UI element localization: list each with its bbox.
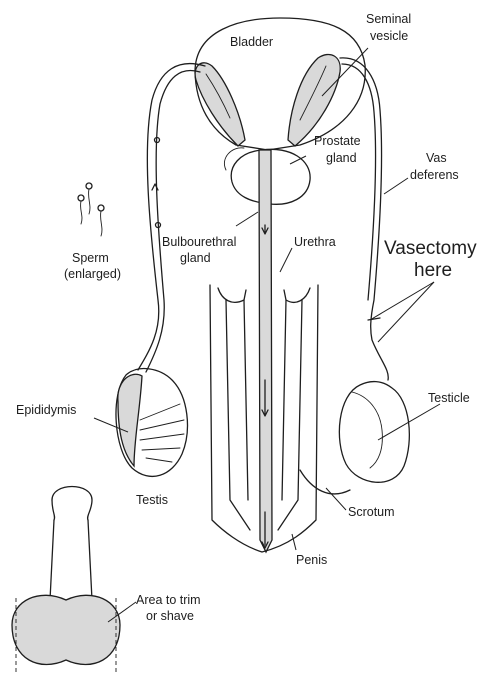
label-seminal-vesicle-2: vesicle <box>370 29 408 43</box>
testicle-right <box>339 382 409 483</box>
label-testis: Testis <box>136 493 168 507</box>
label-bulbourethral-1: Bulbourethral <box>162 235 236 249</box>
label-epididymis: Epididymis <box>16 403 76 417</box>
label-sperm-1: Sperm <box>72 251 109 265</box>
label-bladder: Bladder <box>230 35 273 49</box>
label-prostate-2: gland <box>326 151 357 165</box>
label-vas-deferens-2: deferens <box>410 168 459 182</box>
label-vasectomy-1: Vasectomy <box>384 238 477 259</box>
label-seminal-vesicle-1: Seminal <box>366 12 411 26</box>
label-testicle: Testicle <box>428 391 470 405</box>
label-vasectomy-2: here <box>414 260 452 281</box>
trim-area-illustration <box>12 487 120 673</box>
label-penis: Penis <box>296 553 327 567</box>
vas-deferens-right <box>340 58 388 380</box>
label-vas-deferens-1: Vas <box>426 151 447 165</box>
vas-deferens-left <box>138 64 205 372</box>
label-area-2: or shave <box>146 609 194 623</box>
label-sperm-2: (enlarged) <box>64 267 121 281</box>
label-urethra: Urethra <box>294 235 336 249</box>
testis-left <box>116 369 187 477</box>
label-area-1: Area to trim <box>136 593 201 607</box>
sperm-illustration <box>78 183 104 236</box>
seminal-vesicle-right <box>288 54 340 146</box>
urethra <box>259 150 272 552</box>
label-scrotum: Scrotum <box>348 505 395 519</box>
scrotum <box>300 470 350 494</box>
label-bulbourethral-2: gland <box>180 251 211 265</box>
label-prostate-1: Prostate <box>314 134 361 148</box>
